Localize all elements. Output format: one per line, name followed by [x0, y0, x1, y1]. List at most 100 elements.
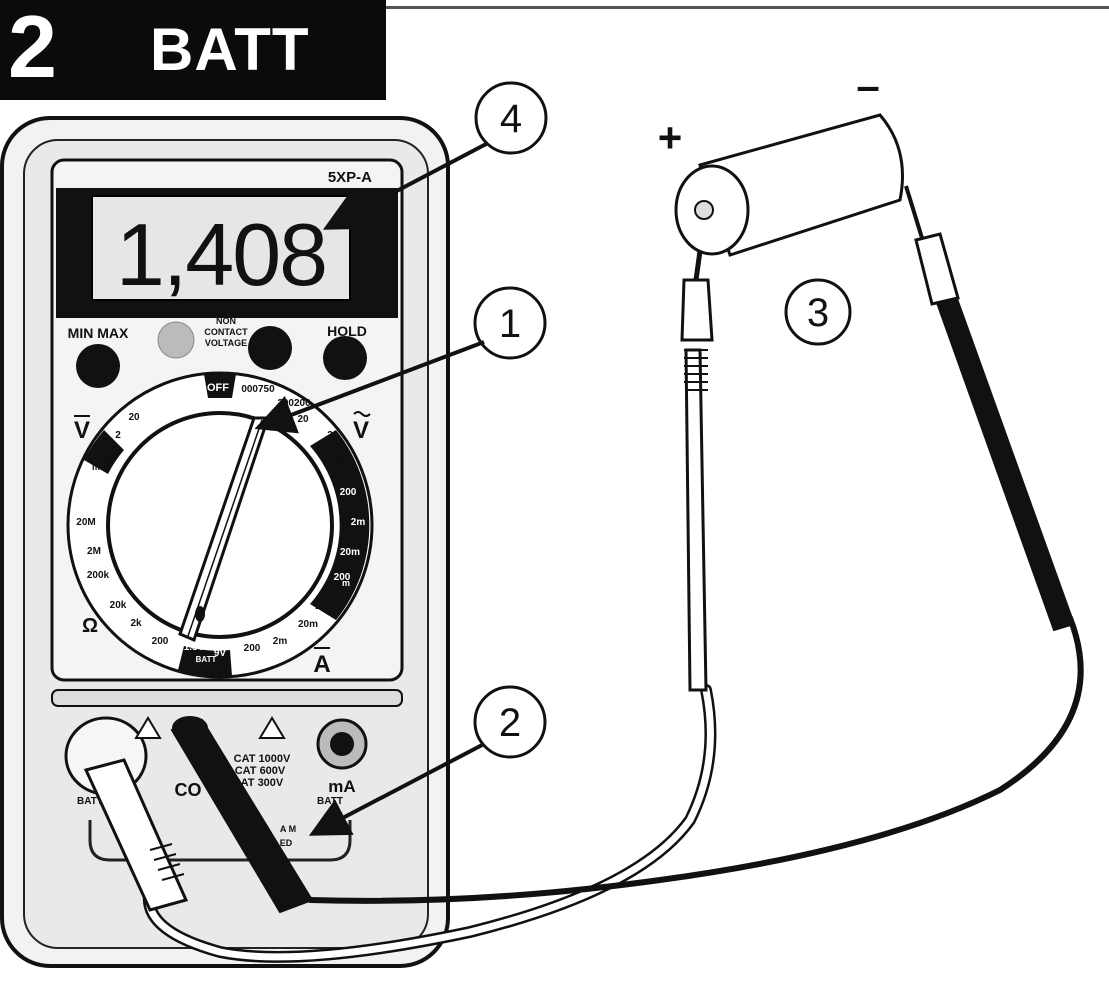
dial-l17: 2k: [130, 618, 142, 629]
adc-symbol: A: [313, 651, 330, 678]
vac-symbol: V: [353, 417, 369, 444]
ma-jack-sublabel: BATT: [317, 796, 343, 807]
dial-l12: 200: [244, 643, 261, 654]
dial-l9: 200m: [315, 601, 341, 612]
left-plug-grip: [149, 843, 185, 881]
warning-icon-left: [134, 716, 162, 739]
battery-minus: –: [856, 62, 879, 109]
dial-acv-band: [310, 430, 370, 620]
dial-m1: m: [92, 462, 100, 472]
dial-batt-band: [178, 646, 232, 677]
ncv-button[interactable]: [248, 326, 292, 370]
battery-body: [698, 113, 904, 257]
mode-label: BATT: [150, 16, 310, 83]
hold-button[interactable]: [323, 336, 367, 380]
dial-l2: 20: [297, 414, 309, 425]
dial-l8: 200: [334, 572, 351, 583]
callout-3: 3: [807, 291, 829, 335]
cat-label-3: CAT 300V: [233, 777, 284, 789]
dial-m3: m: [342, 578, 350, 588]
dial-l13: 9V: [214, 648, 227, 659]
dial-l23: 20: [128, 412, 140, 423]
battery-plus: +: [658, 114, 683, 161]
cat-label-2: CAT 600V: [235, 765, 286, 777]
warning-icon-right: [258, 716, 286, 739]
vdc-symbol: V: [74, 417, 90, 444]
callout-circle-4: [474, 81, 548, 155]
ncv-label-1: NON: [216, 316, 236, 326]
dial-l6: 2m: [351, 517, 366, 528]
negative-probe-body: [934, 294, 1076, 632]
callout-4: 4: [500, 97, 522, 141]
dial-dcv-band: [84, 430, 124, 474]
min-max-button[interactable]: [76, 344, 120, 388]
dial-l0: 000750: [241, 384, 275, 395]
callout-circle-1: [473, 286, 547, 360]
lcd-reading: 1,408: [116, 205, 326, 304]
dial-l24: 2: [115, 430, 121, 441]
positive-probe-grip: [684, 349, 708, 391]
negative-probe-tip: [904, 185, 924, 239]
arrow-2: [308, 742, 485, 836]
callout-circle-2: [473, 685, 547, 759]
dial-off-band: [204, 374, 236, 398]
positive-probe-body: [684, 348, 708, 692]
dial-l7: 20m: [340, 547, 360, 558]
vac-wave: [353, 411, 371, 417]
com-plug-end: [172, 716, 208, 740]
positive-probe-guard: [680, 278, 714, 342]
com-jack-label: CO: [175, 780, 202, 800]
cat-label-1: CAT 1000V: [234, 753, 291, 765]
dial-l14: 1.5V: [184, 642, 205, 653]
ncv-label-2: CONTACT: [204, 327, 248, 337]
callout-1: 1: [499, 302, 521, 346]
jack-left-label: BATT: [77, 796, 103, 807]
arrow-1: [254, 340, 485, 434]
dial-l10: 20m: [298, 619, 318, 630]
callout-2: 2: [499, 701, 521, 745]
jack-shelf: [51, 689, 403, 707]
callouts: 4 1 2 3: [254, 81, 852, 836]
dial-m2: m: [340, 462, 348, 472]
fused-label-2: ED: [280, 838, 293, 848]
step-number: 2: [8, 0, 57, 96]
model-label: 5XP-A: [328, 169, 372, 186]
dial-l15: BATT: [196, 655, 217, 664]
dial-l16: 200: [152, 636, 169, 647]
step-title-block: 2 BATT: [0, 0, 386, 100]
negative-probe-guard: [914, 232, 960, 306]
dial-l19: 200k: [87, 570, 110, 581]
fused-label-1: A M: [280, 824, 296, 834]
dial-l20: 2M: [87, 546, 101, 557]
multimeter: 5XP-A 1,408 MIN MAX NON CONTACT VOLTAGE …: [0, 116, 450, 968]
dial-off: OFF: [207, 382, 229, 394]
ncv-label-3: VOLTAGE: [205, 338, 247, 348]
dial-pointer-tip: [195, 606, 205, 622]
callout-circle-3: [784, 278, 852, 346]
ncv-indicator: [157, 321, 195, 359]
dial-l18: 20k: [110, 600, 127, 611]
dial-l4: 200: [334, 456, 351, 467]
jack-guard: [88, 820, 352, 862]
dial-l22: 200: [96, 456, 113, 467]
red-lead-cable: [145, 686, 714, 961]
arrow-4: [322, 141, 489, 230]
dial-l21: 20M: [76, 517, 95, 528]
battery-terminal: [694, 200, 714, 220]
ma-jack-hole: [330, 732, 354, 756]
black-lead-cable: [307, 615, 1084, 904]
hold-label: HOLD: [327, 323, 367, 339]
ohm-symbol: Ω: [82, 615, 98, 637]
lcd-display: [91, 195, 351, 301]
header-rule: [386, 6, 1109, 9]
test-leads: [83, 185, 1084, 963]
battery: + –: [658, 62, 904, 257]
ma-jack-label: mA: [328, 777, 355, 796]
left-plug-body: [83, 758, 189, 912]
dial-l5: 200: [340, 487, 357, 498]
min-max-label: MIN MAX: [68, 325, 129, 341]
dial-l3: 2: [327, 430, 333, 441]
dial-l11: 2m: [273, 636, 288, 647]
